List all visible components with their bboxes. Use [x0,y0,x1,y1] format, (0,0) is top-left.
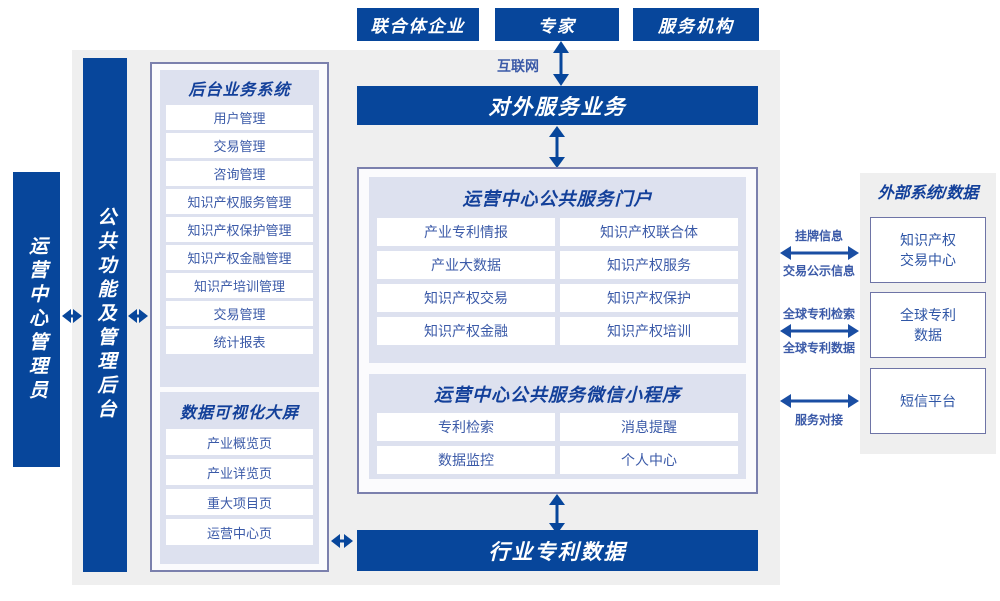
list-item[interactable]: 咨询管理 [166,161,313,186]
list-item[interactable]: 产业详览页 [166,459,313,485]
top-actor-label: 服务机构 [658,17,734,36]
list-item-label: 知识产权金融管理 [187,251,292,266]
list-item[interactable]: 知识产权金融管理 [166,245,313,270]
industry-patent-data-bar[interactable]: 行业专利数据 [357,530,758,571]
list-item-label: 产业详览页 [206,465,272,481]
role-label: 运营中心管理员 [26,235,47,404]
arrow-portal-to-industry-data [546,494,568,534]
arrow-service-to-portal [546,126,568,168]
list-item-label: 交易管理 [213,307,266,322]
external-box-sms-platform[interactable]: 短信平台 [870,368,986,434]
arrow-external-ip-trading [780,243,859,263]
grid-item[interactable]: 专利检索 [377,413,555,441]
external-box-global-patent-data[interactable]: 全球专利 数据 [870,292,986,358]
list-item[interactable]: 统计报表 [166,329,313,354]
list-item-label: 产业概览页 [206,435,272,451]
data-visualization-title: 数据可视化大屏 [179,405,299,422]
list-item-label: 统计报表 [213,335,266,350]
grid-item-label: 知识产权金融 [424,323,508,339]
list-item-label: 运营中心页 [206,525,272,541]
arrow-backend-to-modules [128,305,148,327]
grid-item[interactable]: 知识产权培训 [560,317,738,345]
external-connector-label-below-1: 交易公示信息 [782,264,855,278]
list-item[interactable]: 知识产培训管理 [166,273,313,298]
backend-system-panel: 后台业务系统 用户管理 交易管理 咨询管理 知识产权服务管理 知识产权保护管理 … [160,70,319,387]
arrow-internet-vertical [550,41,572,86]
list-item[interactable]: 知识产权保护管理 [166,217,313,242]
external-box-label: 短信平台 [900,392,956,409]
grid-item-label: 个人中心 [621,452,677,468]
public-portal-panel: 运营中心公共服务门户 产业专利情报 知识产权联合体 产业大数据 知识产权服务 知… [369,177,746,363]
industry-patent-data-label: 行业专利数据 [488,540,627,564]
top-actor-专家[interactable]: 专家 [495,8,619,41]
list-item[interactable]: 运营中心页 [166,519,313,545]
role-bar-common-function-admin[interactable]: 公共功能及管理后台 [83,58,127,572]
top-actor-label: 联合体企业 [370,17,466,36]
external-box-ip-trading-center[interactable]: 知识产权 交易中心 [870,217,986,283]
list-item[interactable]: 产业概览页 [166,429,313,455]
list-item-label: 知识产权保护管理 [187,223,292,238]
list-item-label: 重大项目页 [206,495,272,511]
grid-item[interactable]: 知识产权联合体 [560,218,738,246]
role-bar-operation-center-admin[interactable]: 运营中心管理员 [13,172,60,467]
external-connector-label-below-2: 全球专利数据 [782,341,855,355]
top-actor-label: 专家 [538,17,576,36]
mini-program-grid: 专利检索 消息提醒 数据监控 个人中心 [369,413,746,474]
list-item[interactable]: 交易管理 [166,301,313,326]
grid-item-label: 专利检索 [438,419,494,435]
top-actor-服务机构[interactable]: 服务机构 [633,8,759,41]
arrow-external-sms-platform [780,391,859,411]
list-item-label: 交易管理 [213,139,266,154]
data-visualization-list: 产业概览页 产业详览页 重大项目页 运营中心页 [160,429,319,545]
top-actor-联合体企业[interactable]: 联合体企业 [357,8,479,41]
list-item[interactable]: 交易管理 [166,133,313,158]
grid-item[interactable]: 知识产权服务 [560,251,738,279]
list-item[interactable]: 重大项目页 [166,489,313,515]
role-label: 公共功能及管理后台 [94,207,116,423]
external-service-label: 对外服务业务 [488,95,627,119]
grid-item[interactable]: 知识产权保护 [560,284,738,312]
grid-item[interactable]: 数据监控 [377,446,555,474]
internet-label: 互联网 [487,56,549,76]
list-item[interactable]: 用户管理 [166,105,313,130]
external-connector-label-below-3: 服务对接 [794,413,843,427]
arrow-admin-to-backend [62,305,82,327]
backend-system-list: 用户管理 交易管理 咨询管理 知识产权服务管理 知识产权保护管理 知识产权金融管… [160,105,319,354]
data-visualization-panel: 数据可视化大屏 产业概览页 产业详览页 重大项目页 运营中心页 [160,392,319,564]
list-item-label: 知识产权服务管理 [187,195,292,210]
external-service-bar[interactable]: 对外服务业务 [357,86,758,125]
grid-item[interactable]: 产业大数据 [377,251,555,279]
grid-item-label: 知识产权交易 [424,290,508,306]
public-portal-grid: 产业专利情报 知识产权联合体 产业大数据 知识产权服务 知识产权交易 知识产权保… [369,218,746,345]
grid-item-label: 产业专利情报 [424,224,508,240]
external-connector-label-above-1: 挂牌信息 [794,229,843,243]
backend-system-title: 后台业务系统 [188,82,291,99]
list-item-label: 咨询管理 [213,167,266,182]
external-systems-title: 外部系统/数据 [877,185,979,202]
grid-item[interactable]: 个人中心 [560,446,738,474]
external-connector-label-above-2: 全球专利检索 [782,307,855,321]
mini-program-title: 运营中心公共服务微信小程序 [434,385,681,405]
arrow-external-global-patent [780,321,859,341]
grid-item-label: 知识产权服务 [607,257,691,273]
list-item[interactable]: 知识产权服务管理 [166,189,313,214]
grid-item-label: 数据监控 [438,452,494,468]
list-item-label: 用户管理 [213,111,266,126]
grid-item-label: 消息提醒 [621,419,677,435]
grid-item[interactable]: 知识产权交易 [377,284,555,312]
arrow-dataviz-to-industry-data [331,530,353,552]
external-box-label: 全球专利 数据 [900,306,956,343]
grid-item-label: 知识产权培训 [607,323,691,339]
external-box-label: 知识产权 交易中心 [900,231,956,268]
grid-item-label: 知识产权保护 [607,290,691,306]
grid-item[interactable]: 消息提醒 [560,413,738,441]
grid-item[interactable]: 产业专利情报 [377,218,555,246]
list-item-label: 知识产培训管理 [193,279,285,294]
mini-program-panel: 运营中心公共服务微信小程序 专利检索 消息提醒 数据监控 个人中心 [369,374,746,479]
grid-item-label: 产业大数据 [431,257,501,273]
grid-item-label: 知识产权联合体 [600,224,698,240]
internet-label-text: 互联网 [497,58,539,74]
grid-item[interactable]: 知识产权金融 [377,317,555,345]
public-portal-title: 运营中心公共服务门户 [462,189,653,209]
